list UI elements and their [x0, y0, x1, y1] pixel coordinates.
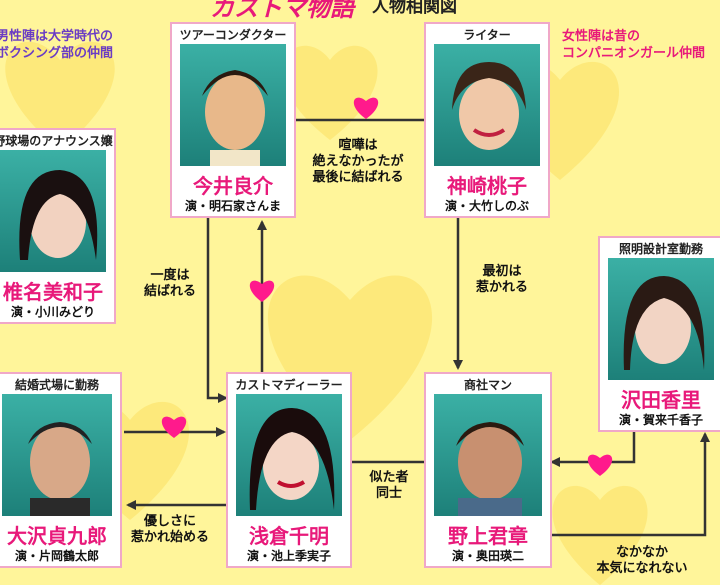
character-name: 大沢貞九郎 [7, 524, 107, 548]
character-role: ライター [463, 28, 511, 42]
character-card-asakura: カストマディーラー 浅倉千明 演・池上季実子 [226, 372, 352, 568]
line-sawada-to-nogami [550, 432, 636, 467]
character-actor: 演・片岡鶴太郎 [14, 549, 99, 563]
note-women: 女性陣は昔の コンパニオンガール仲間 [562, 29, 706, 61]
character-actor: 演・明石家さんま [184, 199, 281, 213]
character-name: 浅倉千明 [249, 524, 329, 548]
character-card-nogami: 商社マン 野上君章 演・奥田瑛二 [424, 372, 552, 568]
character-actor: 演・池上季実子 [246, 549, 331, 563]
character-role: カストマディーラー [235, 378, 343, 392]
portrait-image [2, 394, 112, 516]
character-role: ツアーコンダクター [179, 28, 287, 42]
relation-label-kanzaki-nogami: 最初は 惹かれる [475, 264, 528, 295]
character-card-imai: ツアーコンダクター 今井良介 演・明石家さんま [170, 22, 296, 218]
character-card-sawada: 照明設計室勤務 沢田香里 演・賀来千香子 [598, 236, 720, 432]
character-role: 結婚式場に勤務 [14, 378, 99, 392]
heart-icon [353, 97, 379, 119]
character-actor: 演・奥田瑛二 [451, 549, 524, 563]
relation-label-imai-asakura: 一度は 結ばれる [143, 268, 196, 299]
portrait-image [608, 258, 714, 380]
line-imai-to-asakura [206, 218, 228, 403]
note-men: 男性陣は大学時代の ボクシング部の仲間 [0, 29, 114, 61]
portrait-image [0, 150, 106, 272]
character-card-kanzaki: ライター 神崎桃子 演・大竹しのぶ [424, 22, 550, 218]
portrait-image [434, 394, 542, 516]
diagram-subtitle: 人物相関図 [372, 0, 457, 17]
relation-label-nogami-sawada: なかなか 本気になれない [596, 545, 688, 576]
relation-label-asakura-osawa: 優しさに 惹かれ始める [130, 514, 209, 545]
character-name: 椎名美和子 [3, 280, 103, 304]
portrait-image [434, 44, 540, 166]
character-role: 商社マン [463, 378, 512, 392]
character-actor: 演・大竹しのぶ [444, 199, 529, 213]
character-name: 野上君章 [448, 524, 528, 548]
portrait-image [236, 394, 342, 516]
character-name: 神崎桃子 [447, 174, 527, 198]
portrait-image [180, 44, 286, 166]
line-nogami-to-sawada [552, 432, 710, 537]
logo-title: カストマ物語 [210, 0, 354, 22]
character-actor: 演・賀来千香子 [618, 413, 703, 427]
relation-label-imai-kanzaki: 喧嘩は 絶えなかったが 最後に結ばれる [312, 138, 404, 185]
heart-icon [587, 454, 613, 476]
character-card-osawa: 結婚式場に勤務 大沢貞九郎 演・片岡鶴太郎 [0, 372, 122, 568]
character-card-shiina: 野球場のアナウンス嬢 椎名美和子 演・小川みどり [0, 128, 116, 324]
character-role: 野球場のアナウンス嬢 [0, 134, 113, 148]
character-role: 照明設計室勤務 [618, 242, 703, 256]
character-name: 今井良介 [193, 174, 273, 198]
relation-label-asakura-nogami: 似た者 同士 [369, 470, 409, 501]
heart-icon [161, 416, 187, 438]
character-name: 沢田香里 [621, 388, 701, 412]
character-actor: 演・小川みどり [10, 305, 95, 319]
heart-icon [249, 280, 275, 302]
